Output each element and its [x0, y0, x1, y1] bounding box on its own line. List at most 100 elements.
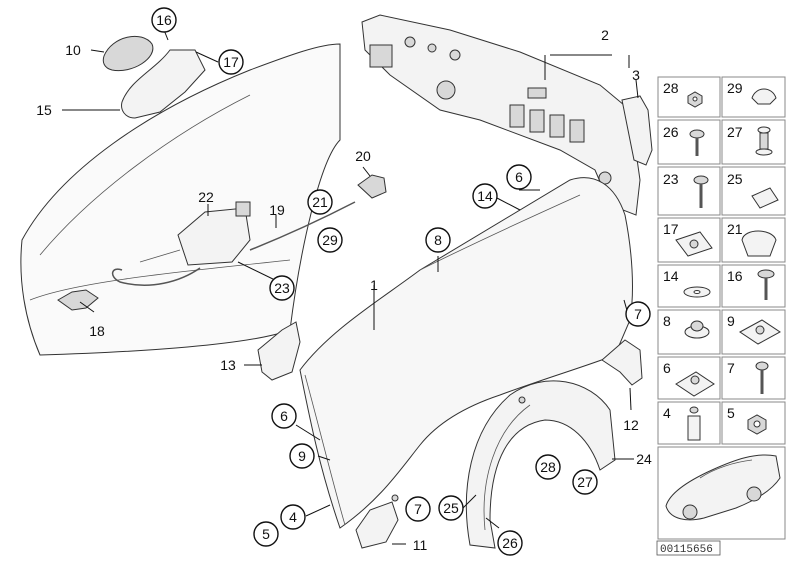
svg-text:21: 21: [727, 221, 743, 237]
svg-text:8: 8: [434, 232, 442, 248]
screw-icon-23: [693, 175, 709, 208]
bracket-3-drawing: [621, 95, 653, 166]
washer-icon-14: [683, 286, 711, 298]
clip-nut-icon-6: [675, 371, 715, 397]
svg-text:7: 7: [414, 501, 422, 517]
legend-cell-27: [721, 119, 786, 165]
reservoir-drawing: [57, 201, 356, 311]
label-12: 12: [623, 417, 639, 433]
legend-cell-17: [657, 217, 721, 263]
callout-16: 16: [151, 7, 177, 33]
clip-icon-25: [751, 187, 779, 209]
bracket-12-drawing: [601, 339, 643, 386]
label-20: 20: [355, 148, 371, 164]
svg-text:4: 4: [289, 509, 297, 525]
callout-21: 21: [307, 189, 333, 215]
legend-cell-16: [721, 264, 786, 308]
svg-text:7: 7: [727, 360, 735, 376]
nut-icon-8: [684, 320, 710, 339]
svg-text:14: 14: [663, 268, 679, 284]
svg-text:23: 23: [274, 280, 290, 296]
nut-icon-5: [747, 414, 767, 435]
svg-text:25: 25: [727, 171, 743, 187]
svg-text:28: 28: [663, 80, 679, 96]
bracket-13-drawing: [257, 321, 301, 381]
svg-text:6: 6: [515, 169, 523, 185]
svg-text:6: 6: [663, 360, 671, 376]
label-15: 15: [36, 102, 52, 118]
svg-text:27: 27: [727, 124, 743, 140]
screw-icon-16: [757, 269, 775, 300]
callout-17: 17: [218, 49, 244, 75]
svg-text:29: 29: [322, 232, 338, 248]
legend-cell-7: [721, 356, 786, 400]
car-thumbnail: [665, 454, 781, 521]
svg-text:29: 29: [727, 80, 743, 96]
svg-text:16: 16: [156, 12, 172, 28]
callout-5: 5: [253, 521, 279, 547]
svg-text:7: 7: [634, 306, 642, 322]
legend-cell-23: [657, 166, 721, 216]
svg-text:5: 5: [727, 405, 735, 421]
callout-23: 23: [269, 275, 295, 301]
svg-text:26: 26: [663, 124, 679, 140]
callout-14: 14: [472, 183, 498, 209]
callout-26: 26: [497, 530, 523, 556]
svg-text:27: 27: [577, 474, 593, 490]
callout-8: 8: [425, 227, 451, 253]
callout-7-bottom: 7: [405, 496, 431, 522]
svg-text:17: 17: [223, 54, 239, 70]
callout-28: 28: [535, 454, 561, 480]
svg-text:5: 5: [262, 526, 270, 542]
nut-icon-28: [687, 91, 703, 108]
svg-text:9: 9: [298, 448, 306, 464]
clip-nut-icon-17: [675, 231, 713, 257]
leader-lines: [62, 29, 639, 545]
label-11: 11: [413, 537, 428, 553]
svg-text:6: 6: [280, 408, 288, 424]
callout-6-top: 6: [506, 164, 532, 190]
label-3: 3: [632, 67, 640, 83]
wheel-liner-drawing: [465, 380, 616, 549]
clip-nut-icon-9: [739, 319, 781, 345]
svg-text:28: 28: [540, 459, 556, 475]
legend-cell-25: [721, 166, 786, 216]
svg-text:26: 26: [502, 535, 518, 551]
svg-text:4: 4: [663, 405, 671, 421]
svg-text:23: 23: [663, 171, 679, 187]
clip-icon-29: [751, 88, 777, 105]
svg-text:9: 9: [727, 313, 735, 329]
callout-4: 4: [280, 504, 306, 530]
callout-27: 27: [572, 469, 598, 495]
legend-cell-26: [657, 119, 721, 165]
callout-9: 9: [289, 443, 315, 469]
clip-icon-21: [741, 230, 777, 257]
fastener-legend: 28 29 26 27 23 25 17 21 14 16 8 9 6 7 4 …: [657, 76, 786, 540]
callout-29: 29: [317, 227, 343, 253]
svg-text:25: 25: [443, 500, 459, 516]
label-10: 10: [65, 42, 81, 58]
label-24: 24: [636, 451, 652, 467]
document-id: 00115656: [656, 540, 721, 556]
rivet-icon-27: [755, 126, 773, 156]
screw-icon-7: [755, 361, 769, 394]
svg-text:14: 14: [477, 188, 493, 204]
label-22: 22: [198, 189, 214, 205]
callout-6-left: 6: [271, 403, 297, 429]
label-1: 1: [370, 277, 378, 293]
fender-drawing: [299, 177, 633, 529]
svg-text:17: 17: [663, 221, 679, 237]
svg-text:21: 21: [312, 194, 328, 210]
callout-7-right: 7: [625, 301, 651, 327]
svg-text:8: 8: [663, 313, 671, 329]
bracket-11-drawing: [355, 501, 399, 549]
screw-icon-26: [689, 129, 705, 156]
label-19: 19: [269, 202, 285, 218]
grommet-20-drawing: [357, 174, 387, 199]
label-2: 2: [601, 27, 609, 43]
expansion-nut-icon-4: [687, 406, 701, 441]
svg-text:00115656: 00115656: [660, 544, 713, 556]
cap-assembly-drawing: [102, 35, 206, 119]
